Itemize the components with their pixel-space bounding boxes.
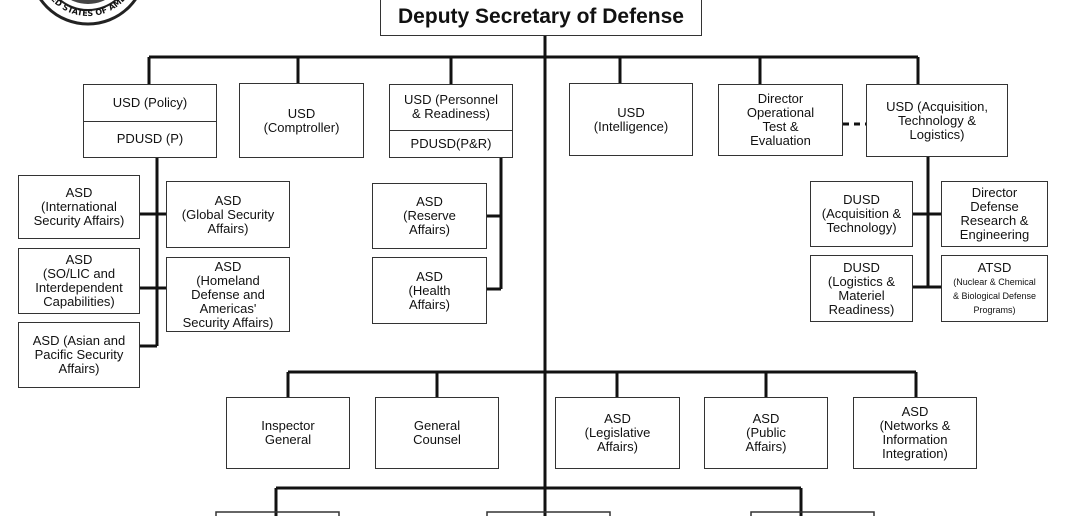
usd-intelligence-box: USD (Intelligence) xyxy=(569,83,693,156)
director-ote-label: Director Operational Test & Evaluation xyxy=(746,91,815,148)
asd-isa-label: ASD (International Security Affairs) xyxy=(33,185,125,228)
asd-public-affairs-box: ASD (Public Affairs) xyxy=(704,397,828,469)
asd-isa-box: ASD (International Security Affairs) xyxy=(18,175,140,239)
director-ote-box: Director Operational Test & Evaluation xyxy=(718,84,843,156)
asd-reserve-affairs-box: ASD (Reserve Affairs) xyxy=(372,183,487,249)
asd-reserve-affairs-label: ASD (Reserve Affairs) xyxy=(403,194,456,237)
asd-health-affairs-label: ASD (Health Affairs) xyxy=(408,268,451,312)
asd-legislative-affairs-box: ASD (Legislative Affairs) xyxy=(555,397,680,469)
asd-gsa-label: ASD (Global Security Affairs) xyxy=(181,192,275,236)
dusd-at-box: DUSD (Acquisition & Technology) xyxy=(810,181,913,247)
atsd-box: ATSD (Nuclear & Chemical & Biological De… xyxy=(941,255,1048,322)
usd-pr-label: USD (Personnel & Readiness) xyxy=(404,92,498,122)
usd-atl-label: USD (Acquisition, Technology & Logistics… xyxy=(886,98,988,142)
dusd-lmr-label: DUSD (Logistics & Materiel Readiness) xyxy=(827,259,896,317)
dod-seal-icon: UNITED STATES OF AMERICA xyxy=(38,0,138,26)
asd-asian-pacific-label: ASD (Asian and Pacific Security Affairs) xyxy=(32,333,126,376)
asd-public-affairs-label: ASD (Public Affairs) xyxy=(745,411,787,454)
dusd-at-label: DUSD (Acquisition & Technology) xyxy=(821,192,902,235)
asd-gsa-box: ASD (Global Security Affairs) xyxy=(166,181,290,248)
director-ddre-label: Director Defense Research & Engineering xyxy=(959,185,1030,242)
asd-nii-box: ASD (Networks & Information Integration) xyxy=(853,397,977,469)
inspector-general-box: Inspector General xyxy=(226,397,350,469)
asd-asian-pacific-box: ASD (Asian and Pacific Security Affairs) xyxy=(18,322,140,388)
general-counsel-label: General Counsel xyxy=(413,418,461,447)
general-counsel-box: General Counsel xyxy=(375,397,499,469)
usd-intelligence-label: USD (Intelligence) xyxy=(593,104,669,134)
asd-nii-label: ASD (Networks & Information Integration) xyxy=(879,404,951,461)
pdusd-pr-label: PDUSD(P&R) xyxy=(390,129,512,157)
asd-solic-label: ASD (SO/LIC and Interdependent Capabilit… xyxy=(35,252,123,309)
asd-homeland-defense-box: ASD (Homeland Defense and Americas' Secu… xyxy=(166,257,290,332)
usd-policy-box: USD (Policy) PDUSD (P) xyxy=(83,84,217,158)
deputy-secretary-title: Deputy Secretary of Defense xyxy=(380,0,702,36)
dusd-lmr-box: DUSD (Logistics & Materiel Readiness) xyxy=(810,255,913,322)
pdusd-p-label: PDUSD (P) xyxy=(84,120,216,158)
asd-health-affairs-box: ASD (Health Affairs) xyxy=(372,257,487,324)
asd-legislative-affairs-label: ASD (Legislative Affairs) xyxy=(584,411,651,454)
usd-comptroller-label: USD (Comptroller) xyxy=(263,105,340,135)
usd-policy-label: USD (Policy) xyxy=(112,94,188,110)
usd-personnel-readiness-box: USD (Personnel & Readiness) PDUSD(P&R) xyxy=(389,84,513,158)
atsd-label: ATSD xyxy=(977,260,1012,275)
inspector-general-label: Inspector General xyxy=(261,418,315,447)
usd-atl-box: USD (Acquisition, Technology & Logistics… xyxy=(866,84,1008,157)
usd-comptroller-box: USD (Comptroller) xyxy=(239,83,364,158)
director-ddre-box: Director Defense Research & Engineering xyxy=(941,181,1048,247)
asd-solic-box: ASD (SO/LIC and Interdependent Capabilit… xyxy=(18,248,140,314)
atsd-programs-label: (Nuclear & Chemical & Biological Defense… xyxy=(952,277,1037,315)
asd-homeland-defense-label: ASD (Homeland Defense and Americas' Secu… xyxy=(182,258,274,330)
